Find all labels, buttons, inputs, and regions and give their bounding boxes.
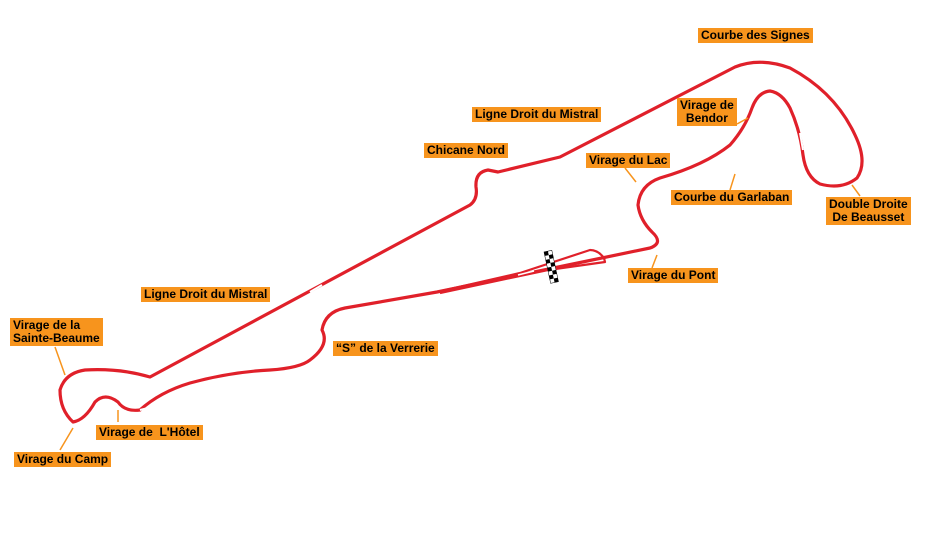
label-line: Bendor [685,111,728,125]
track-marker [597,143,611,151]
track-pit-link [436,248,607,295]
label-line: Double Droite [829,197,908,211]
label-courbe-du-garlaban: Courbe du Garlaban [671,190,793,205]
label-line: Sainte-Beaume [13,331,100,345]
label-virage-de-bendor: Virage de Bendor [677,98,737,126]
label-chicane-nord: Chicane Nord [424,143,509,158]
label-line: Virage de la [13,318,81,332]
label-courbe-des-signes: Courbe des Signes [698,28,813,43]
track-marker [139,406,153,411]
label-virage-du-pont: Virage du Pont [628,268,719,283]
label-ligne-droit-left: Ligne Droit du Mistral [141,287,271,302]
track-marker [517,270,535,276]
label-virage-sainte-beaume: Virage de la Sainte-Beaume [10,318,103,346]
start-finish-flag-icon [543,250,559,284]
leader-line [54,346,66,376]
label-s-de-la-verrerie: “S” de la Verrerie [333,341,438,356]
leader-line [651,254,658,269]
track-marker [309,284,323,293]
track-marker [799,132,804,151]
label-virage-du-camp: Virage du Camp [14,452,112,467]
label-virage-de-lhotel: Virage de L'Hôtel [96,425,203,440]
leader-line [736,117,749,125]
leader-line [729,173,736,191]
leader-line [59,427,74,451]
label-ligne-droit-top: Ligne Droit du Mistral [472,107,602,122]
leader-line [624,167,637,183]
label-virage-du-lac: Virage du Lac [586,153,671,168]
label-line: De Beausset [832,210,905,224]
leader-line [851,184,861,197]
label-line: Virage de [680,98,734,112]
track-main [58,60,864,424]
label-double-droite: Double Droite De Beausset [826,197,911,225]
